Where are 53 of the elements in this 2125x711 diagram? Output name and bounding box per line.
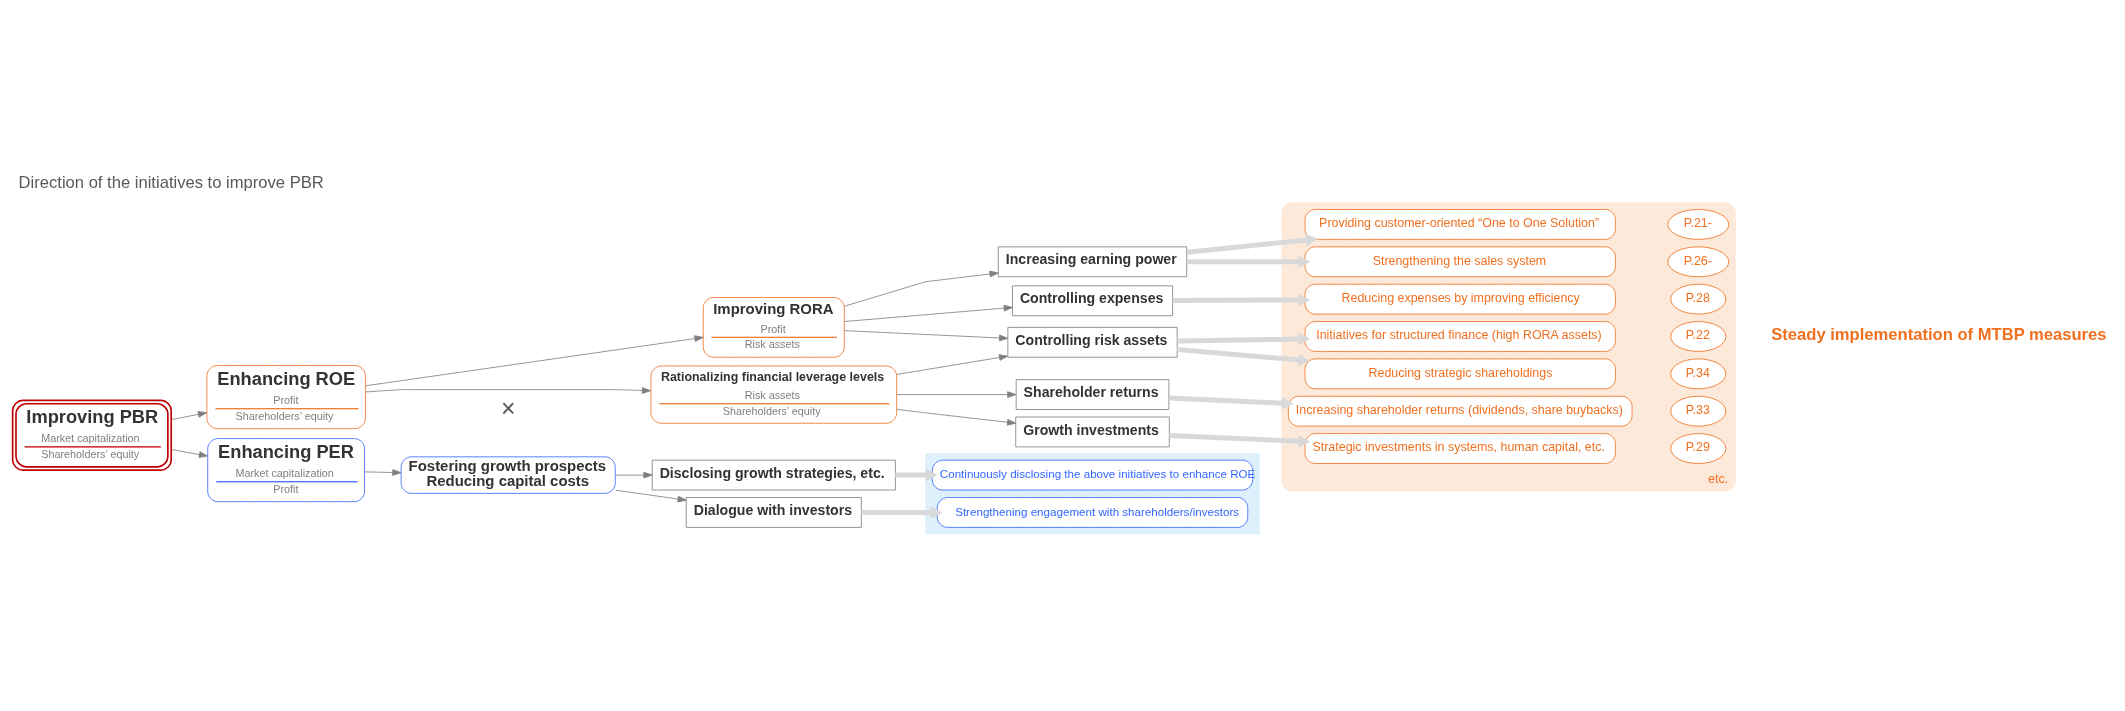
node-box: Reducing strategic shareholdings xyxy=(1304,358,1616,389)
arrow xyxy=(844,304,1013,322)
arrow xyxy=(844,329,1009,341)
node-box: Reducing expenses by improving efficiency xyxy=(1304,283,1616,314)
node-box: Enhancing ROE Profit Shareholders’ equity xyxy=(206,364,366,429)
arrow xyxy=(1172,293,1311,306)
label: Steady implementation of MTBP measures xyxy=(1771,324,2107,344)
node-box: Increasing shareholder returns (dividends, share buybacks) xyxy=(1288,395,1633,427)
arrow xyxy=(365,334,704,386)
arrow xyxy=(615,489,687,502)
arrow xyxy=(1169,432,1311,448)
arrow xyxy=(861,505,943,519)
diagram-title: Direction of the initiatives to improve PBR xyxy=(18,172,324,192)
arrow xyxy=(615,471,653,478)
node-ellipse: P.21- xyxy=(1667,208,1730,240)
node-box: Fostering growth prospects Reducing capital costs xyxy=(400,455,616,494)
arrow xyxy=(365,386,652,394)
node-box: Shareholder returns xyxy=(1015,378,1170,410)
arrow xyxy=(896,353,1009,375)
arrow xyxy=(364,468,402,476)
arrow xyxy=(895,468,938,481)
arrow xyxy=(170,410,208,420)
arrow xyxy=(896,408,1017,426)
arrow xyxy=(844,270,999,307)
arrow xyxy=(1186,233,1318,255)
node-ellipse: P.34 xyxy=(1670,358,1727,389)
arrow xyxy=(1186,255,1311,268)
node-box: Strengthening the sales system xyxy=(1304,245,1616,277)
node-box: Increasing earning power xyxy=(997,245,1188,277)
node-box: Continuously disclosing the above initiatives to enhance ROE xyxy=(931,459,1254,490)
node-box: Strategic investments in systems, human capital, etc. xyxy=(1304,432,1616,464)
node-box: Disclosing growth strategies, etc. xyxy=(651,459,896,490)
node-box: Initiatives for structured finance (high RORA assets) xyxy=(1304,320,1616,352)
node-box: Growth investments xyxy=(1015,416,1170,447)
node-ellipse: P.33 xyxy=(1670,395,1727,427)
node-box: Enhancing PER Market capitalization Profit xyxy=(207,437,365,502)
node-box: Controlling expenses xyxy=(1012,284,1174,316)
node-ellipse: P.28 xyxy=(1670,283,1727,314)
arrow xyxy=(1177,332,1311,345)
node-box: Providing customer-oriented “One to One Solution” xyxy=(1304,208,1616,240)
node-ellipse: P.22 xyxy=(1670,320,1727,352)
node-box: Improving RORA Profit Risk assets xyxy=(702,296,845,358)
node-box: Strengthening engagement with shareholders/investors xyxy=(936,496,1249,528)
node-ellipse: P.29 xyxy=(1670,432,1727,464)
node-ellipse: P.26- xyxy=(1667,245,1730,277)
arrow xyxy=(1168,395,1294,409)
arrow xyxy=(1177,346,1311,366)
node-box: Dialogue with investors xyxy=(685,496,862,528)
label: × xyxy=(500,393,516,422)
arrow xyxy=(896,390,1017,398)
node-box: Rationalizing financial leverage levels Risk assets Shareholders’ equity xyxy=(650,365,898,424)
node-box: Controlling risk assets xyxy=(1007,326,1178,358)
arrow xyxy=(170,448,208,458)
